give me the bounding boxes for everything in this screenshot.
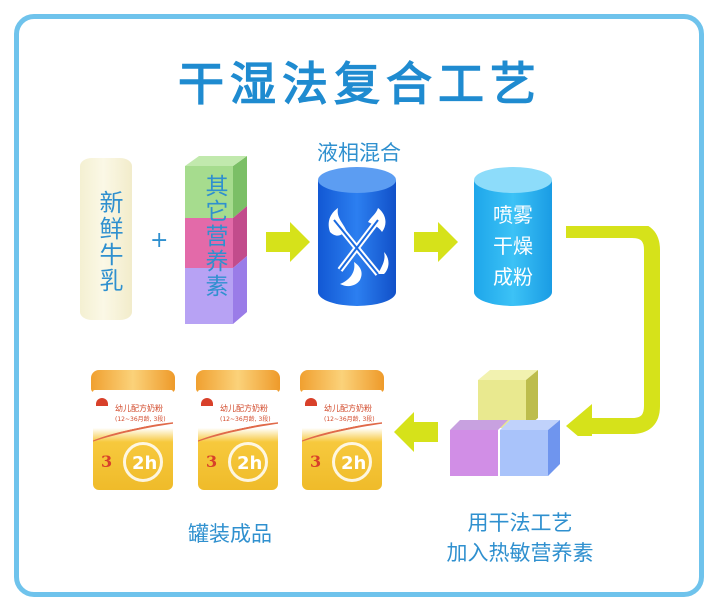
- formula-can: 幼儿配方奶粉(12~36月龄, 3段) 3 2h: [196, 370, 280, 494]
- can-stage: 3: [101, 452, 113, 471]
- canned-product-label: 罐装成品: [188, 522, 272, 546]
- can-body: 幼儿配方奶粉(12~36月龄, 3段) 3 2h: [198, 390, 278, 490]
- formula-can: 幼儿配方奶粉(12~36月龄, 3段) 3 2h: [91, 370, 175, 494]
- other-nutrients-stack: 其它营养素: [185, 156, 247, 326]
- liquid-mixing-label: 液相混合: [317, 141, 401, 165]
- can-product-name: 幼儿配方奶粉(12~36月龄, 3段): [324, 404, 375, 423]
- liquid-mixing-cylinder: [318, 167, 396, 306]
- arrow-right-icon: [414, 222, 458, 262]
- can-product-name: 幼儿配方奶粉(12~36月龄, 3段): [220, 404, 271, 423]
- plus-sign: +: [150, 228, 169, 253]
- dry-nutrient-cubes-icon: [450, 370, 560, 476]
- can-lid: [91, 370, 175, 392]
- can-product-name: 幼儿配方奶粉(12~36月龄, 3段): [115, 404, 166, 423]
- dry-add-line: 用干法工艺: [467, 511, 573, 535]
- dry-add-label: 用干法工艺 加入热敏营养素: [420, 508, 620, 568]
- nutrient-cubes-icon: [185, 156, 247, 324]
- can-stage: 3: [310, 452, 322, 471]
- can-stage: 3: [206, 452, 218, 471]
- dry-add-line: 加入热敏营养素: [446, 541, 594, 565]
- fresh-milk-label: 新鲜牛乳: [95, 190, 123, 294]
- can-lid: [300, 370, 384, 392]
- spray-drying-line: 成粉: [493, 265, 533, 289]
- return-arrow-icon: [566, 226, 660, 436]
- brand-logo-icon: [96, 398, 108, 406]
- formula-can: 幼儿配方奶粉(12~36月龄, 3段) 3 2h: [300, 370, 384, 494]
- page-title: 干湿法复合工艺: [178, 57, 542, 111]
- clock-icon: 2h: [228, 442, 268, 482]
- can-body: 幼儿配方奶粉(12~36月龄, 3段) 3 2h: [302, 390, 382, 490]
- clock-icon: 2h: [332, 442, 372, 482]
- arrow-right-icon: [266, 222, 310, 262]
- spray-drying-line: 干燥: [493, 234, 533, 258]
- other-nutrients-label: 其它营养素: [201, 174, 227, 299]
- arrow-left-icon: [394, 412, 438, 452]
- can-lid: [196, 370, 280, 392]
- clock-icon: 2h: [123, 442, 163, 482]
- brand-logo-icon: [305, 398, 317, 406]
- brand-logo-icon: [201, 398, 213, 406]
- fresh-milk-cylinder: 新鲜牛乳: [80, 158, 132, 320]
- can-body: 幼儿配方奶粉(12~36月龄, 3段) 3 2h: [93, 390, 173, 490]
- spray-drying-cylinder: [474, 167, 552, 306]
- spray-drying-label: 喷雾 干燥 成粉: [472, 200, 554, 293]
- spray-drying-line: 喷雾: [493, 203, 533, 227]
